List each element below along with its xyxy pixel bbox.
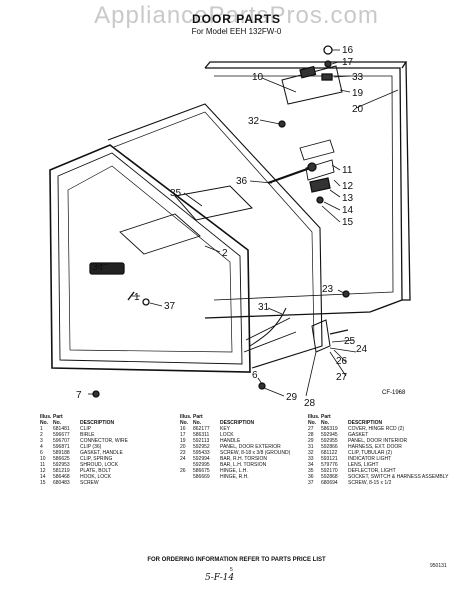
- callout-36: 36: [236, 176, 248, 187]
- callout-31: 31: [258, 302, 270, 313]
- callout-19: 19: [352, 88, 364, 99]
- callout-24: 24: [356, 344, 368, 355]
- callout-33: 33: [352, 72, 364, 83]
- hinge: [311, 319, 331, 353]
- callout-37: 37: [164, 301, 176, 312]
- model-subtitle: For Model EEH 132FW-0: [191, 27, 282, 36]
- callout-34: 34: [92, 262, 104, 273]
- callout-23: 23: [322, 284, 334, 295]
- callout-14: 14: [342, 205, 354, 216]
- callout-2: 2: [222, 248, 228, 259]
- exploded-door-diagram: 16 17 10 33 19 20 32 11 36 12 35 13 14 1…: [49, 45, 411, 409]
- callout-28: 28: [304, 398, 316, 409]
- callout-1: 1: [134, 292, 140, 303]
- callout-6: 6: [252, 370, 258, 381]
- callout-12: 12: [342, 181, 354, 192]
- lock-assembly: [281, 65, 343, 105]
- harness-wire: [249, 307, 287, 347]
- document-code: 950131: [430, 563, 447, 569]
- callout-10: 10: [252, 72, 264, 83]
- figure-code: CF-1968: [382, 390, 406, 396]
- callout-32: 32: [248, 116, 260, 127]
- ordering-note: FOR ORDERING INFORMATION REFER TO PARTS …: [147, 557, 326, 563]
- callout-7: 7: [76, 390, 82, 401]
- handwritten-note: 5-F-14: [205, 573, 235, 583]
- interior-door-panel: [49, 144, 251, 373]
- callout-16: 16: [342, 45, 354, 56]
- callout-15: 15: [342, 217, 354, 228]
- callout-11: 11: [342, 165, 353, 176]
- callout-29: 29: [286, 392, 298, 403]
- socket-harness: [267, 166, 311, 185]
- callout-20: 20: [352, 104, 364, 115]
- page-number: 5: [230, 567, 233, 573]
- callout-13: 13: [342, 193, 354, 204]
- handle-rail: [174, 185, 254, 221]
- callout-25: 25: [344, 336, 356, 347]
- door-gasket: [107, 103, 323, 369]
- page-title: DOOR PARTS: [191, 12, 282, 26]
- exterior-door-panel: [204, 67, 403, 319]
- callout-17: 17: [342, 57, 354, 68]
- watermark: AppliancePartsPros.com: [94, 2, 379, 29]
- callout-26: 26: [336, 356, 348, 367]
- callout-35: 35: [170, 188, 182, 199]
- callout-27: 27: [336, 372, 348, 383]
